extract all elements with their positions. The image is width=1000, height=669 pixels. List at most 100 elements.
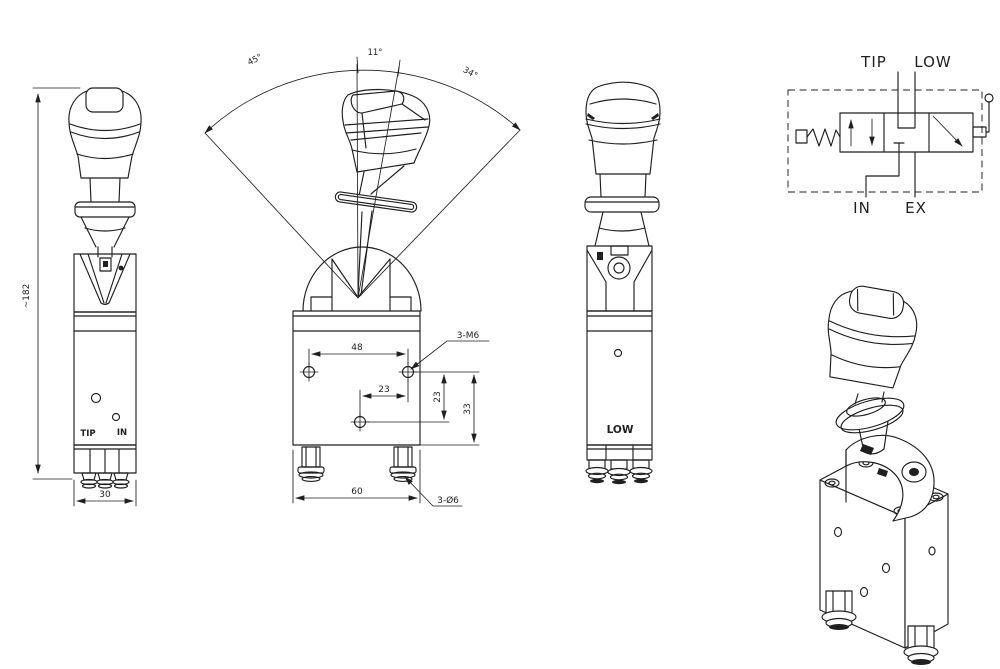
- dome-arch: [302, 246, 422, 312]
- knob-grip-bands: [69, 123, 141, 160]
- height-dim-label: ~182: [22, 284, 32, 309]
- iso-bottom-fittings: [821, 590, 939, 665]
- actuator-ball: [984, 93, 994, 103]
- front-stem-collar: [74, 177, 136, 258]
- dim-48-label: 48: [351, 343, 363, 353]
- fitting-flats: [305, 446, 317, 468]
- fitting-flange: [389, 466, 417, 474]
- iso-knob: [827, 285, 918, 389]
- port-label-tip: TIP: [80, 429, 95, 439]
- port-label-in: IN: [117, 428, 127, 438]
- hole: [881, 562, 891, 574]
- yoke-slot-lines: [310, 258, 412, 312]
- neck-lines: [854, 391, 885, 405]
- fitting-tip: [634, 478, 648, 484]
- front-yoke: [73, 253, 137, 313]
- swing-arc: [204, 69, 521, 134]
- iso-yoke: [845, 434, 935, 522]
- callout-thread: 3-M6: [410, 331, 490, 370]
- spring-symbol: [806, 128, 841, 147]
- boss: [824, 478, 840, 488]
- center-fittings: [297, 446, 417, 482]
- yoke-detail-dot: [118, 265, 124, 271]
- knob-bands: [585, 98, 661, 145]
- knob-cap: [85, 87, 124, 113]
- side-yoke: [586, 245, 653, 312]
- fitting-body: [393, 446, 413, 468]
- fitting-block: [586, 444, 653, 461]
- port-label-low: LOW: [607, 424, 634, 436]
- leader-line: [410, 340, 490, 370]
- body-outline: [292, 310, 421, 446]
- pivot-boss-inner: [613, 262, 625, 274]
- stem-lines: [599, 173, 647, 198]
- fitting-disc: [607, 467, 631, 477]
- spring-end-cap: [795, 129, 808, 144]
- hole: [928, 546, 936, 556]
- pivot-pin: [909, 468, 919, 476]
- actuator-link-line: [985, 101, 990, 133]
- yoke-detail-window: [99, 257, 112, 272]
- valve-position-dividers: [883, 112, 930, 153]
- fitting-flange: [297, 466, 325, 474]
- front-fittings: [73, 444, 137, 489]
- fitting-flats: [832, 590, 846, 615]
- swing-radial-lines: [204, 63, 521, 299]
- arc-tick-marks: [356, 56, 401, 77]
- center-lever: [334, 88, 431, 296]
- fitting-body: [301, 446, 321, 468]
- fitting-tip: [97, 483, 113, 489]
- angle-center-label: 11°: [367, 48, 382, 58]
- side-view: LOW: [584, 81, 661, 485]
- dim-base-width: 60: [292, 449, 421, 504]
- schematic-label-tip: TIP: [860, 53, 887, 71]
- mount-hole-left-cross: [299, 362, 319, 382]
- fitting-tip: [393, 476, 413, 482]
- fitting-disc: [390, 471, 416, 479]
- dim-60-label: 60: [351, 487, 363, 497]
- clevis-lines: [79, 253, 131, 306]
- yoke-detail-pin: [103, 261, 108, 267]
- fitting-flats: [914, 625, 928, 650]
- collar-lip: [846, 397, 886, 417]
- body-band-lines: [73, 315, 137, 332]
- fitting-block-dividers: [73, 448, 137, 474]
- boot-cone: [80, 216, 130, 258]
- dim-23h-label: 23: [378, 385, 389, 395]
- hole: [833, 526, 843, 538]
- boss-hole: [828, 480, 836, 486]
- fitting-body: [610, 459, 628, 470]
- dim-hole-span: 48: [308, 343, 409, 366]
- body-outline: [73, 311, 137, 446]
- body-band-lines: [586, 315, 653, 332]
- flow-arrow-diagonal: [932, 115, 963, 147]
- schematic-label-low: LOW: [914, 53, 951, 71]
- fitting-tip: [612, 479, 626, 485]
- dim-height-holes: 33: [419, 374, 480, 446]
- fitting-flats: [397, 446, 409, 468]
- knob-outline: [68, 90, 142, 179]
- fitting-disc: [298, 471, 324, 479]
- schematic-label-in: IN: [853, 199, 871, 217]
- dim-offset-h: 23: [359, 377, 409, 417]
- hole: [859, 586, 869, 598]
- yoke-detail-pin: [597, 252, 603, 260]
- hole-callout-label: 3-Ø6: [437, 495, 459, 506]
- blocked-port-symbol: [893, 142, 905, 153]
- ext-lines: [365, 371, 480, 423]
- side-knob: [585, 81, 661, 175]
- callout-holes: 3-Ø6: [404, 476, 463, 507]
- height-extension-lines: [32, 87, 81, 480]
- leader-line: [404, 476, 463, 507]
- width-dimension: 30: [73, 479, 137, 507]
- ext-lines: [308, 348, 409, 366]
- pivot-boss-outer: [607, 256, 631, 280]
- angle-left-label: 45°: [246, 52, 264, 68]
- enclosure-dashed-box: [787, 89, 983, 193]
- yoke-top-boss: [610, 245, 629, 256]
- isometric-view: [819, 285, 949, 665]
- knob-cap: [848, 285, 905, 319]
- boot-plate-inner: [337, 193, 415, 211]
